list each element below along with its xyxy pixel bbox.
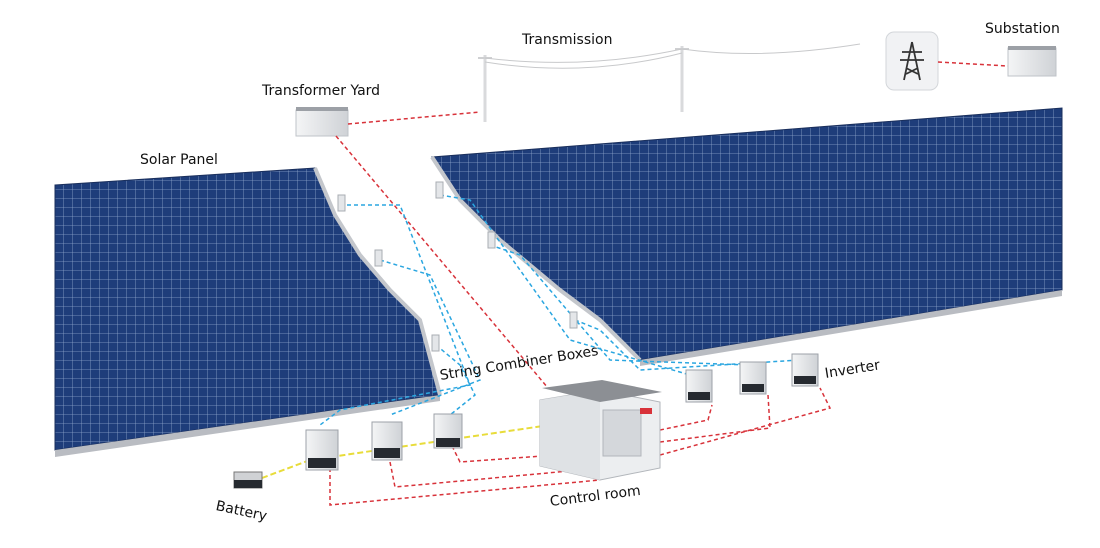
string-combiner-boxes	[337, 181, 578, 352]
inverter-unit	[685, 369, 713, 403]
transformer-yard-building	[295, 107, 349, 137]
transmission-tower-icon	[885, 31, 939, 91]
substation-building	[1007, 46, 1057, 77]
label-substation: Substation	[985, 21, 1060, 37]
inverter-unit	[433, 413, 463, 449]
inverter-unit	[791, 353, 819, 387]
inverter-unit	[305, 429, 339, 471]
label-solar-panel: Solar Panel	[140, 152, 218, 168]
right-solar-field	[430, 107, 1063, 366]
left-solar-field	[54, 167, 442, 457]
control-room-building	[539, 380, 662, 481]
combiner-box	[374, 249, 383, 267]
battery-unit	[233, 471, 263, 489]
dc-wiring	[319, 194, 801, 426]
combiner-box	[569, 311, 578, 329]
inverter-unit	[739, 361, 767, 395]
transmission-line	[478, 43, 861, 122]
ac-wiring	[329, 61, 1009, 506]
label-transformer-yard: Transformer Yard	[262, 83, 381, 99]
inverters	[305, 353, 819, 471]
inverter-unit	[371, 421, 403, 461]
combiner-box	[431, 334, 440, 352]
combiner-box	[435, 181, 444, 199]
combiner-box	[337, 194, 346, 212]
battery-wiring	[261, 424, 551, 479]
combiner-box	[487, 231, 496, 249]
label-transmission: Transmission	[522, 32, 613, 48]
